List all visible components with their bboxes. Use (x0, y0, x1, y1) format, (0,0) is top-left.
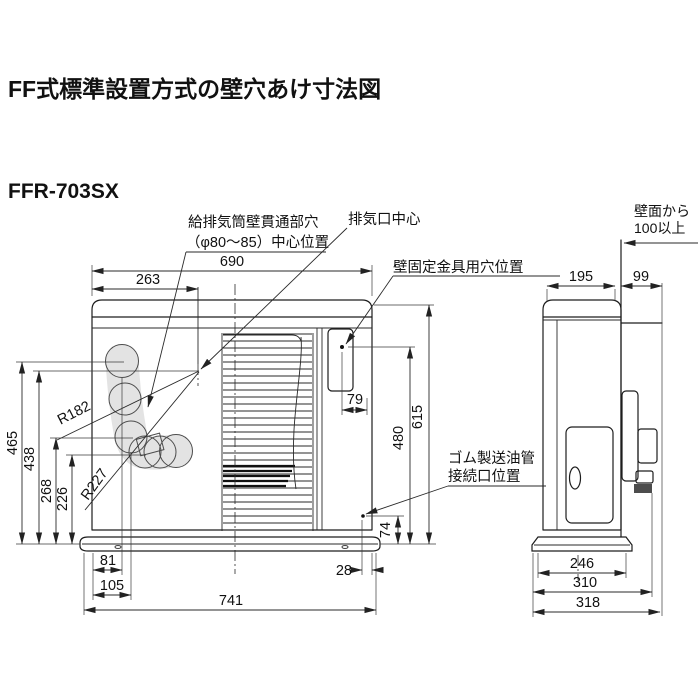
dim-overall-height: 615 (410, 304, 433, 545)
radius-inner-line (56, 370, 200, 441)
oil-pipe-label-2: 接続口位置 (448, 468, 521, 485)
dim-radius-inner: R182 (55, 398, 93, 428)
svg-text:105: 105 (100, 578, 124, 594)
svg-text:246: 246 (570, 556, 594, 572)
dim-hole-top-height: 465 (5, 361, 26, 545)
svg-text:226: 226 (55, 487, 71, 511)
flue-pipe-box (637, 428, 658, 464)
callout-oil-pipe: ゴム製送油管 接続口位置 (361, 449, 546, 518)
wall-clearance-label-1: 壁面から (634, 203, 690, 219)
dim-pipe-protrusion: 99 (620, 269, 663, 290)
wall-clearance-label-2: 100以上 (634, 220, 685, 236)
page-title: FF式標準設置方式の壁穴あけ寸法図 (8, 76, 381, 102)
svg-text:81: 81 (100, 553, 116, 569)
svg-text:741: 741 (219, 593, 243, 609)
dim-base-width: 741 (83, 593, 377, 614)
dim-hole-low-height: 268 (39, 437, 60, 545)
louver-top-frame (223, 334, 302, 342)
side-door (565, 426, 614, 524)
dim-oil-offset-x: 28 (336, 563, 384, 579)
callout-wall-bracket: 壁固定金具用穴位置 (345, 259, 560, 345)
dim-overall-width: 690 (91, 254, 373, 275)
base-bolt-left (114, 545, 122, 549)
svg-text:465: 465 (5, 431, 21, 455)
dim-bracket-offset-x: 79 (341, 392, 368, 414)
callout-exhaust-center: 排気口中心 (200, 211, 421, 370)
svg-text:615: 615 (410, 405, 426, 429)
dim-base-depth-total: 318 (532, 595, 661, 616)
pipe-fitting-dark (634, 484, 652, 493)
front-view: R182 R227 (55, 284, 381, 574)
louver-dark-band (223, 464, 295, 488)
side-top-cap (542, 299, 622, 318)
svg-text:195: 195 (569, 269, 593, 285)
dim-base-depth-inner: 246 (537, 556, 627, 577)
bracket-hole-center-dot (340, 345, 344, 349)
side-body-outline (542, 316, 622, 531)
model-number: FFR-703SX (8, 180, 119, 203)
exhaust-center-label: 排気口中心 (348, 211, 421, 228)
side-base-plate (531, 536, 633, 552)
side-view (531, 239, 663, 616)
dim-bracket-height: 480 (391, 346, 414, 545)
wall-bracket-label: 壁固定金具用穴位置 (393, 259, 524, 276)
door-handle (568, 466, 582, 490)
base-bolt-right (341, 545, 349, 549)
hole-position-area (105, 344, 193, 470)
svg-text:438: 438 (22, 447, 38, 471)
bracket-hole-rect (327, 328, 354, 392)
svg-text:310: 310 (573, 575, 597, 591)
radius-outer-line (84, 371, 200, 511)
flue-hole-label-2: （φ80〜85）中心位置 (186, 234, 329, 251)
flue-hole-label-1: 給排気筒壁貫通部穴 (188, 214, 319, 231)
flue-cover (621, 390, 639, 482)
louver-curve (292, 336, 302, 490)
svg-text:480: 480 (391, 426, 407, 450)
dim-hole-center-height: 438 (22, 370, 43, 545)
dim-body-depth: 195 (546, 269, 616, 290)
louver-grille (223, 333, 312, 531)
svg-text:74: 74 (378, 522, 394, 538)
pipe-fitting (635, 470, 654, 484)
front-top-cap (91, 299, 373, 318)
svg-text:268: 268 (39, 479, 55, 503)
callout-flue-hole: 給排気筒壁貫通部穴 （φ80〜85）中心位置 (147, 214, 329, 408)
svg-text:79: 79 (347, 392, 363, 408)
dim-exhaust-offset-x: 263 (91, 272, 199, 293)
dim-hole-top-offset-x: 81 (92, 553, 123, 574)
dim-hole-lowest-height: 226 (55, 454, 76, 545)
svg-text:318: 318 (576, 595, 600, 611)
svg-text:263: 263 (136, 272, 160, 288)
dim-base-depth-mid: 310 (532, 575, 653, 596)
svg-text:690: 690 (220, 254, 244, 270)
callout-wall-clearance: 壁面から 100以上 (623, 203, 698, 247)
svg-text:28: 28 (336, 563, 352, 579)
svg-text:99: 99 (633, 269, 649, 285)
oil-pipe-label-1: ゴム製送油管 (448, 449, 535, 467)
dim-oil-height: 74 (378, 515, 402, 545)
dim-hole-low-offset-x: 105 (92, 578, 132, 599)
